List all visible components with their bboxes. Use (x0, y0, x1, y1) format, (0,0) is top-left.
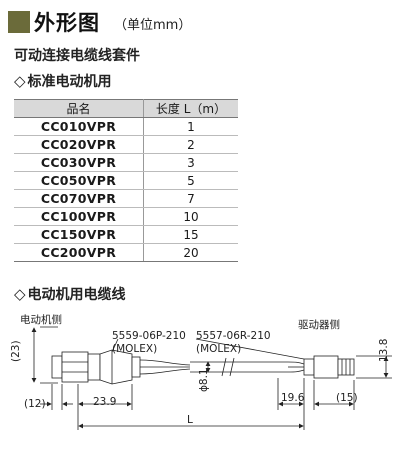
left-connector-part: 5559-06P-210 (112, 330, 186, 342)
section-standard-motor: ◇ 标准电动机用 (14, 71, 112, 91)
length-cell: 10 (143, 207, 238, 226)
dimension-15: (15) (336, 392, 358, 404)
dimension-23: (23) (10, 340, 22, 362)
product-name-cell: CC100VPR (14, 207, 144, 226)
section-title: 标准电动机用 (27, 74, 112, 90)
left-connector-maker: (MOLEX) (112, 343, 158, 355)
table-row: CC150VPR 15 (14, 225, 238, 244)
product-name-cell: CC070VPR (14, 189, 144, 208)
motor-side-label: 电动机侧 (20, 314, 62, 326)
table-row: CC030VPR 3 (14, 153, 238, 172)
dimension-19-6: 19.6 (281, 392, 305, 404)
table-row: CC070VPR 7 (14, 189, 238, 208)
length-cell: 5 (143, 171, 238, 190)
unit-note: （单位mm） (114, 18, 192, 33)
product-name-cell: CC010VPR (14, 117, 144, 136)
table-row: CC010VPR 1 (14, 117, 238, 136)
header-square-icon (8, 11, 30, 33)
spec-table: 品名 长度 L（m） CC010VPR 1 CC020VPR 2 CC030VP… (14, 99, 238, 262)
length-cell: 3 (143, 153, 238, 172)
length-cell: 2 (143, 135, 238, 154)
length-cell: 20 (143, 243, 238, 262)
length-cell: 7 (143, 189, 238, 208)
product-name-cell: CC200VPR (14, 243, 144, 262)
product-name-cell: CC020VPR (14, 135, 144, 154)
column-header-name: 品名 (14, 99, 144, 118)
diamond-icon: ◇ (14, 285, 26, 303)
product-subtitle: 可动连接电缆线套件 (14, 48, 140, 64)
table-row: CC050VPR 5 (14, 171, 238, 190)
diamond-icon: ◇ (14, 72, 26, 90)
right-connector-maker: (MOLEX) (196, 343, 242, 355)
column-header-length: 长度 L（m） (143, 99, 238, 118)
right-connector-part: 5557-06R-210 (196, 330, 271, 342)
page-title: 外形图 (34, 11, 100, 35)
product-name-cell: CC050VPR (14, 171, 144, 190)
table-header-row: 品名 长度 L（m） (14, 99, 238, 118)
table-row: CC100VPR 10 (14, 207, 238, 226)
driver-side-label: 驱动器侧 (298, 319, 340, 331)
section-title: 电动机用电缆线 (27, 287, 126, 303)
page-header: 外形图 （单位mm） (8, 9, 191, 35)
section-motor-cable: ◇ 电动机用电缆线 (14, 284, 126, 304)
dimension-13-8: 13.8 (378, 338, 390, 362)
product-name-cell: CC030VPR (14, 153, 144, 172)
table-row: CC200VPR 20 (14, 243, 238, 262)
dimension-23-9: 23.9 (93, 396, 117, 408)
dimension-12: (12) (24, 398, 46, 410)
dimension-L: L (187, 414, 193, 426)
length-cell: 1 (143, 117, 238, 136)
length-cell: 15 (143, 225, 238, 244)
dimension-phi: ϕ8.1 (198, 368, 210, 392)
product-name-cell: CC150VPR (14, 225, 144, 244)
table-row: CC020VPR 2 (14, 135, 238, 154)
